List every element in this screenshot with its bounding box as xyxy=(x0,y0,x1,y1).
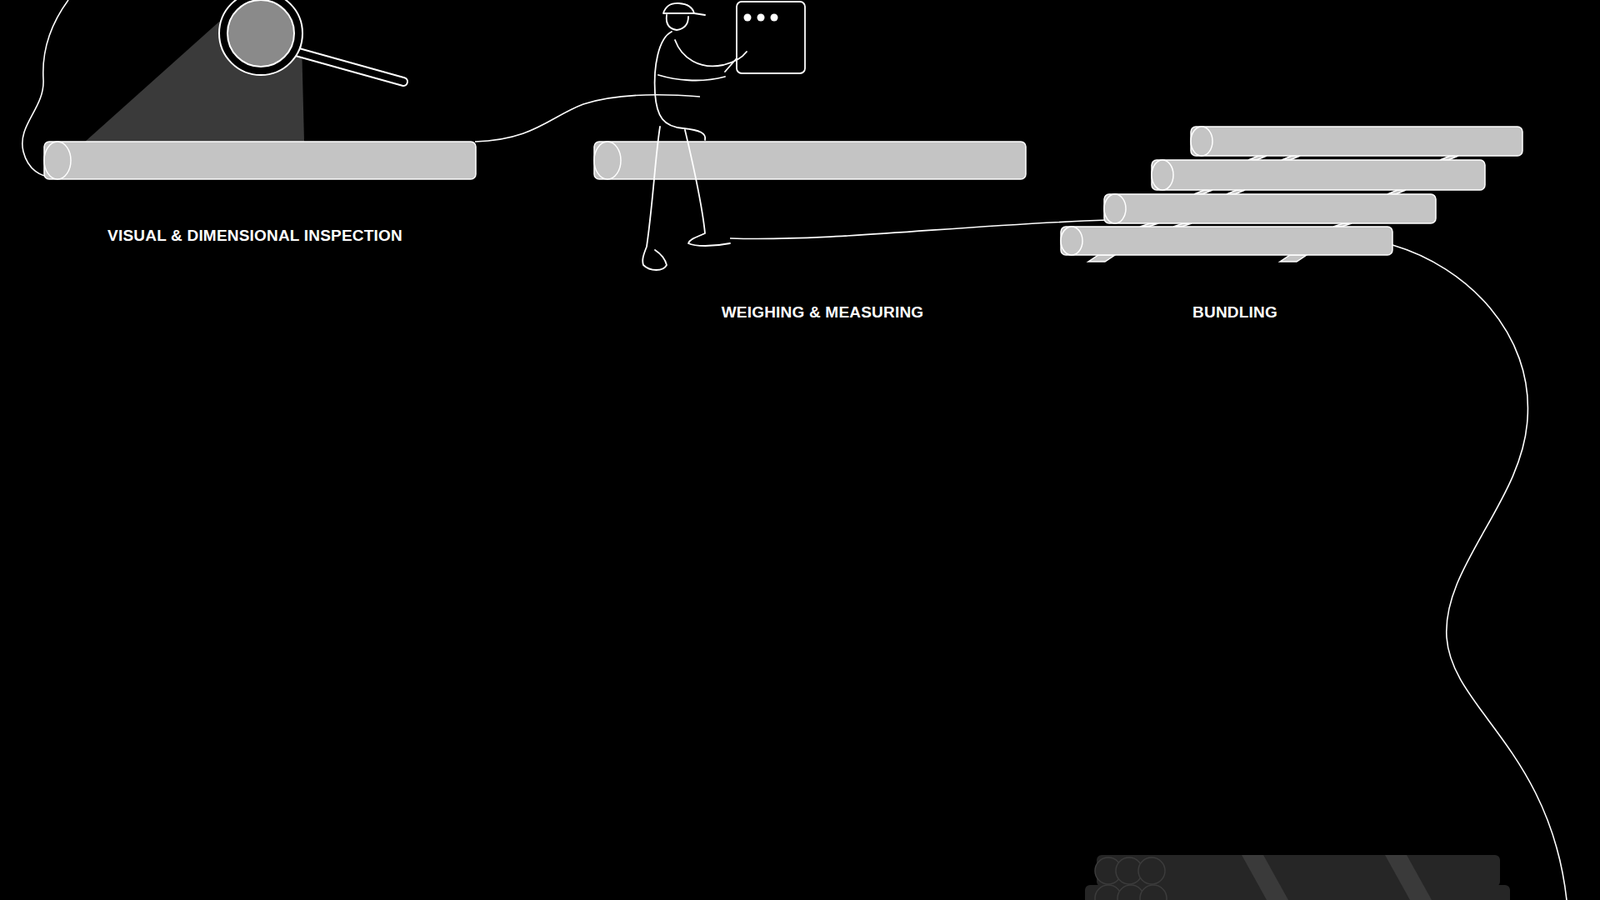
pipe xyxy=(1190,126,1523,156)
magnifier-icon xyxy=(219,0,404,82)
step-label-text: WEIGHING & MEASURING xyxy=(721,303,925,321)
step-label: BUNDLING xyxy=(1192,303,1278,322)
pipe xyxy=(594,141,1026,180)
step-label-text: VISUAL & DIMENSIONAL INSPECTION xyxy=(107,226,403,245)
worker-figure xyxy=(642,1,805,270)
faded-bundle xyxy=(1085,855,1510,900)
pipe xyxy=(1104,194,1436,224)
status-dots xyxy=(744,14,779,22)
flow-line xyxy=(1392,245,1567,900)
step-label-text: BUNDLING xyxy=(1192,303,1278,321)
flow-line xyxy=(730,220,1108,240)
step-label: WEIGHING & MEASURING xyxy=(721,303,925,322)
flow-line xyxy=(475,95,700,142)
pipe xyxy=(1151,160,1485,190)
pipe xyxy=(44,141,476,180)
pipe xyxy=(1060,226,1393,255)
step-label: VISUAL & DIMENSIONAL INSPECTION xyxy=(107,226,403,245)
